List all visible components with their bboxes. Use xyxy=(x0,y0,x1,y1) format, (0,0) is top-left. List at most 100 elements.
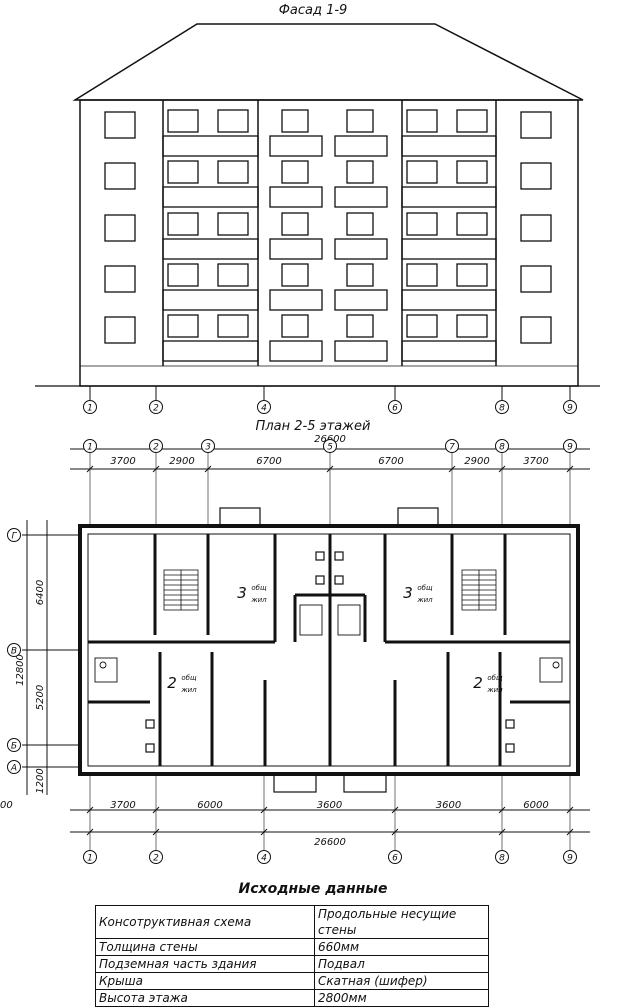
row-key: Толщина стены xyxy=(95,938,315,956)
plan-axis-bottom-4: 4 xyxy=(261,854,267,864)
facade-axis-2-circle xyxy=(149,400,163,414)
sanitary-fixtures xyxy=(94,604,563,683)
balcony xyxy=(269,340,323,362)
facade-axis-4: 4 xyxy=(261,404,267,414)
plan-axis-top-7: 7 xyxy=(449,443,455,453)
plan-axis-top-2: 2 xyxy=(153,443,159,453)
plan-axis-top-5-circle xyxy=(323,439,337,453)
roof xyxy=(72,23,584,101)
plan-axis-top-3: 3 xyxy=(205,443,211,453)
plan-axis-left-А: А xyxy=(10,764,17,774)
facade-axis-9: 9 xyxy=(567,404,573,414)
plan-axis-bottom-9-circle xyxy=(563,850,577,864)
dimension-top: 2900 xyxy=(169,456,194,467)
source-data-title: Исходные данные xyxy=(238,881,388,897)
dimension-top: 6700 xyxy=(256,456,281,467)
loggia-parapet xyxy=(401,135,497,157)
loggia-parapet xyxy=(162,340,259,362)
room-count: 3 xyxy=(403,584,413,602)
window xyxy=(281,212,309,236)
dimension-total-bottom: 26600 xyxy=(314,837,346,848)
plan-axis-top-8: 8 xyxy=(499,443,505,453)
loggia-parapet xyxy=(401,186,497,208)
window xyxy=(167,263,199,287)
plan-axis-bottom-1-circle xyxy=(83,850,97,864)
facade-axis-8: 8 xyxy=(499,404,505,414)
facade-axis-1: 1 xyxy=(87,404,93,414)
room-area-type: жил xyxy=(250,596,267,604)
plan-axis-left-Г-circle xyxy=(7,528,21,542)
interior-walls xyxy=(88,534,570,766)
room-count: 2 xyxy=(473,674,483,692)
plan-axis-left-В-circle xyxy=(7,643,21,657)
facade-axis-6-circle xyxy=(388,400,402,414)
building-body xyxy=(79,99,579,387)
dimension-bottom: 3600 xyxy=(317,800,342,811)
plan-axis-bottom-4-circle xyxy=(257,850,271,864)
window xyxy=(217,263,249,287)
balcony xyxy=(269,186,323,208)
loggia-parapet xyxy=(401,238,497,260)
plan-axis-top-7-circle xyxy=(445,439,459,453)
dimension-bottom: 3700 xyxy=(110,800,135,811)
loggia-parapet xyxy=(401,289,497,311)
balcony xyxy=(269,238,323,260)
window xyxy=(346,109,374,133)
facade-axis-1-circle xyxy=(83,400,97,414)
facade-axis-2: 2 xyxy=(153,404,159,414)
window xyxy=(406,109,438,133)
facade-title: Фасад 1-9 xyxy=(278,3,348,18)
window xyxy=(346,160,374,184)
window xyxy=(281,109,309,133)
outer-wall xyxy=(78,524,580,776)
loggia-parapet xyxy=(162,289,259,311)
row-key: Подземная часть здания xyxy=(95,955,315,973)
loggia-parapet xyxy=(401,340,497,362)
plan-axis-top-2-circle xyxy=(149,439,163,453)
window xyxy=(520,111,552,139)
row-value: Подвал xyxy=(314,955,489,973)
room-area-type: жил xyxy=(180,686,197,694)
dimension-bottom: 6000 xyxy=(197,800,222,811)
room-area-type: общ xyxy=(417,584,433,592)
dimension-left: 6400 xyxy=(35,580,46,605)
window xyxy=(281,160,309,184)
room-area-type: жил xyxy=(416,596,433,604)
plan-axis-top-8-circle xyxy=(495,439,509,453)
plan-axis-left-А-circle xyxy=(7,760,21,774)
window xyxy=(281,314,309,338)
ventilation-blocks xyxy=(145,551,515,753)
dimension-top: 6700 xyxy=(378,456,403,467)
plan-axis-bottom-2-circle xyxy=(149,850,163,864)
balconies xyxy=(219,507,439,793)
dimension-top: 2900 xyxy=(464,456,489,467)
plan-axis-top-1-circle xyxy=(83,439,97,453)
loggia-parapet xyxy=(162,238,259,260)
dimension-left-total: 12800 xyxy=(15,654,26,686)
plan-axis-bottom-9: 9 xyxy=(567,854,573,864)
plan-axis-bottom-8-circle xyxy=(495,850,509,864)
window xyxy=(104,111,136,139)
window xyxy=(104,265,136,293)
window xyxy=(456,160,488,184)
window xyxy=(456,263,488,287)
window xyxy=(167,160,199,184)
balcony xyxy=(334,238,388,260)
plan-axis-bottom-1: 1 xyxy=(87,854,93,864)
plan-axis-bottom-6-circle xyxy=(388,850,402,864)
dimension-top: 3700 xyxy=(110,456,135,467)
balcony xyxy=(269,289,323,311)
plan-axis-bottom-8: 8 xyxy=(499,854,505,864)
window xyxy=(104,162,136,190)
room-count: 2 xyxy=(167,674,177,692)
plan-axis-left-Б-circle xyxy=(7,738,21,752)
row-key: Консотруктивная схема xyxy=(95,905,315,939)
room-area-type: жил xyxy=(486,686,503,694)
dimension-bottom: 3600 xyxy=(436,800,461,811)
